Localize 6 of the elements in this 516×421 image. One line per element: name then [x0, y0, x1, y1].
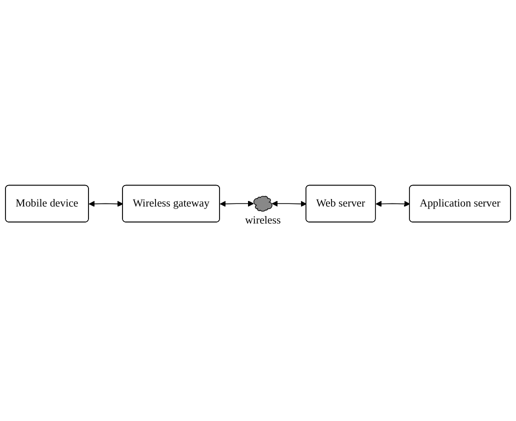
arrow	[88, 200, 124, 207]
arrow	[376, 200, 410, 207]
arrow	[220, 200, 254, 207]
node-cloud	[253, 196, 272, 212]
arrow	[272, 200, 307, 207]
node-caption: wireless	[245, 214, 281, 227]
